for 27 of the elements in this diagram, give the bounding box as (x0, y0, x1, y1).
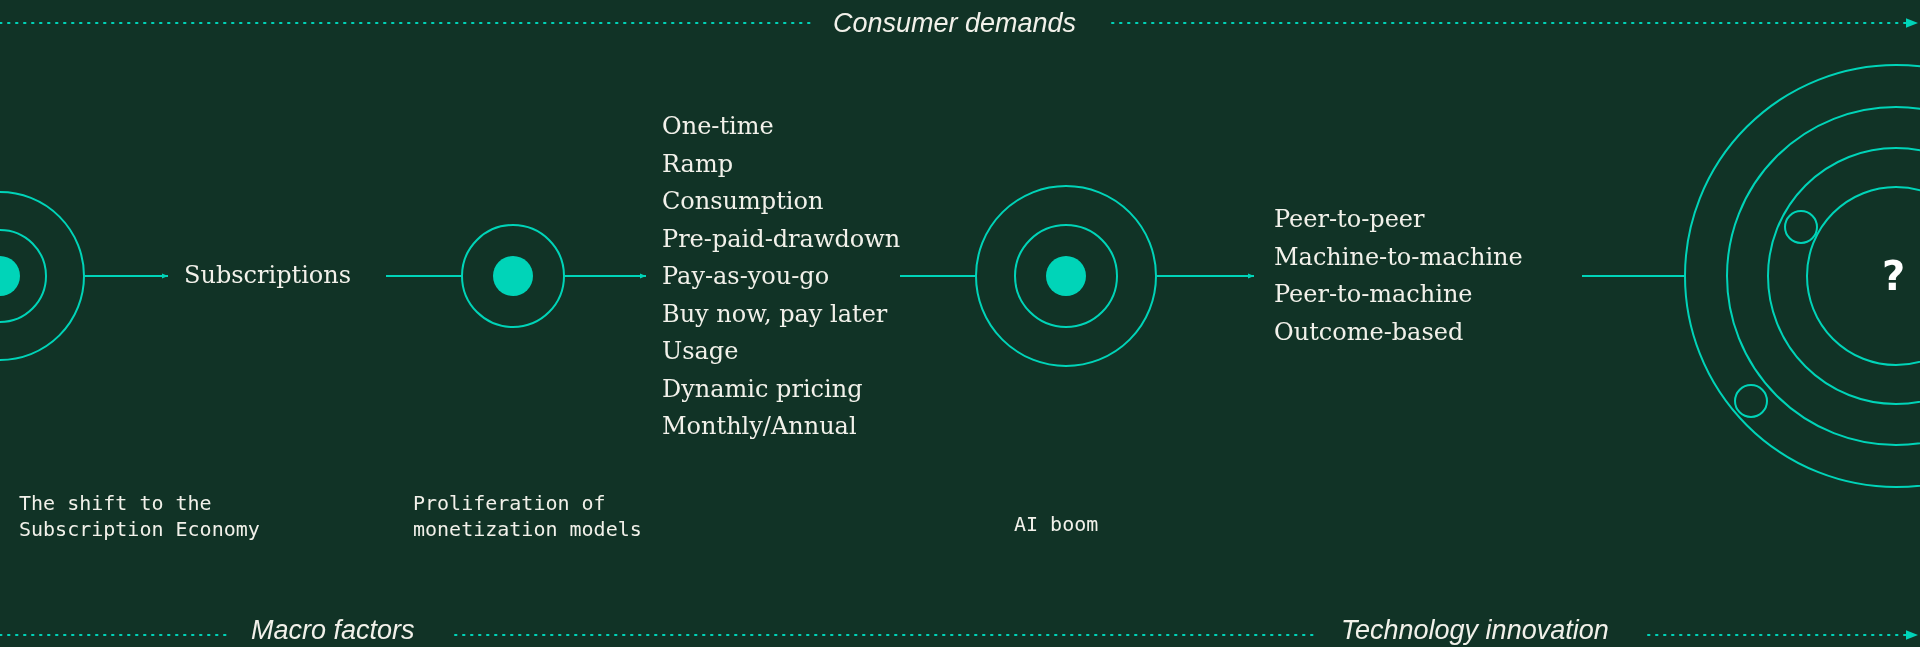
list-item: Usage (662, 336, 739, 368)
list-item: Monthly/Annual (662, 411, 857, 443)
list-item: Pre-paid-drawdown (662, 223, 901, 255)
axis-label: Consumer demands (833, 7, 1077, 39)
stage-caption: Proliferation of monetization models (413, 490, 643, 542)
connector-line (899, 275, 976, 277)
list-item: Machine-to-machine (1274, 241, 1523, 273)
arrow (1156, 273, 1255, 279)
connector-line (1581, 275, 1685, 277)
connector-line (385, 275, 462, 277)
stage-caption: AI boom (1014, 511, 1100, 537)
axis-label: Technology innovation (1341, 614, 1609, 646)
axis-label: Macro factors (251, 614, 415, 646)
question-mark: ? (1882, 254, 1906, 298)
list-item: Dynamic pricing (662, 373, 863, 405)
list-item: Peer-to-machine (1274, 279, 1473, 310)
list-item: One-time (662, 111, 774, 143)
list-item: Outcome-based (1274, 316, 1464, 348)
stage-caption: The shift to the Subscription Economy (19, 490, 261, 542)
list-item: Peer-to-peer (1274, 204, 1425, 235)
list-item: Consumption (662, 186, 824, 218)
arrow (84, 273, 169, 279)
arrow (564, 273, 647, 279)
stage-label: Subscriptions (184, 260, 352, 292)
list-item: Ramp (662, 148, 734, 180)
list-item: Pay-as-you-go (662, 261, 830, 293)
list-item: Buy now, pay later (662, 298, 888, 330)
